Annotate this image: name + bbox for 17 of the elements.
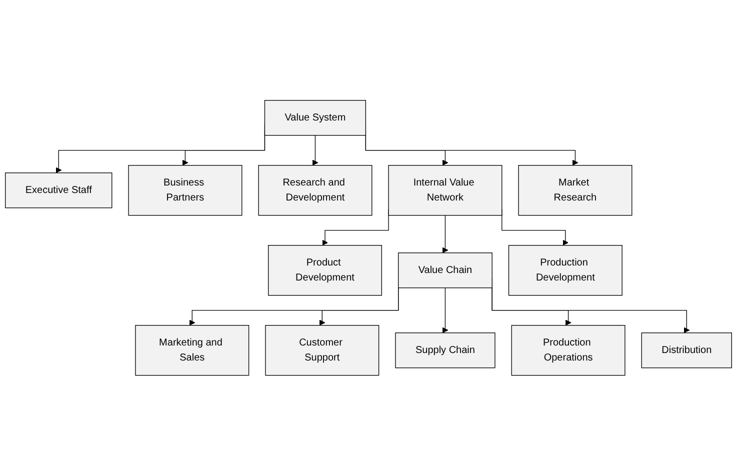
node-box: Production Operations [511, 325, 626, 376]
node-box: Marketing and Sales [135, 325, 250, 376]
node-box: Customer Support [265, 325, 380, 376]
node-box: Value Chain [398, 252, 492, 288]
node-box: Supply Chain [395, 332, 496, 368]
node-box: Internal Value Network [388, 165, 502, 216]
node-box: Production Development [508, 245, 622, 296]
node-box: Executive Staff [5, 172, 112, 208]
node-box: Market Research [518, 165, 632, 216]
arrow [442, 288, 448, 334]
node-box: Distribution [641, 332, 732, 368]
arrow [312, 135, 318, 166]
node-box: Business Partners [128, 165, 242, 216]
node-box: Research and Development [258, 165, 372, 216]
node-box: Product Development [268, 245, 382, 296]
arrow [442, 215, 448, 254]
node-box: Value System [264, 100, 366, 136]
